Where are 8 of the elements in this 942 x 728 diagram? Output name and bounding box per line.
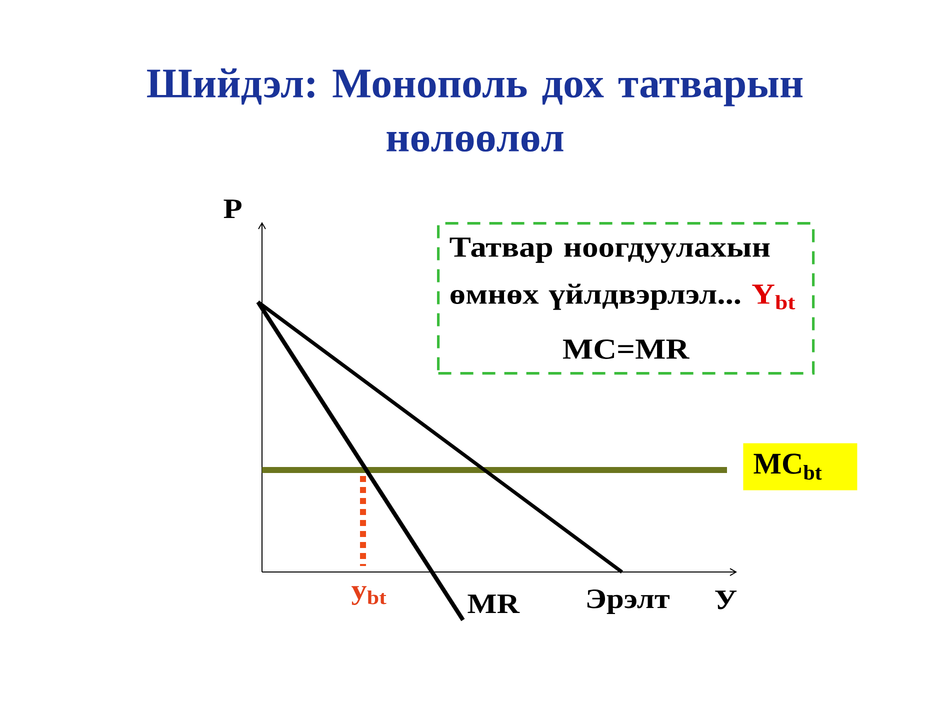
note-box: Татвар ноогдуулахын өмнөх үйлдвэрлэл... Y$_{bt}$ MC=MR [437, 222, 815, 375]
curve-label: Эрэлт [587, 589, 670, 614]
axis-label: P [224, 200, 242, 218]
axis-tick-label: y$_{bt}$ [352, 586, 386, 606]
title: Шийдэл: Монополь дох татварын нөлөөлөл [147, 68, 803, 152]
axis-label: У [715, 590, 737, 610]
label-box: MC$_{bt}$ [743, 443, 858, 490]
curve-label: MR [468, 594, 520, 613]
